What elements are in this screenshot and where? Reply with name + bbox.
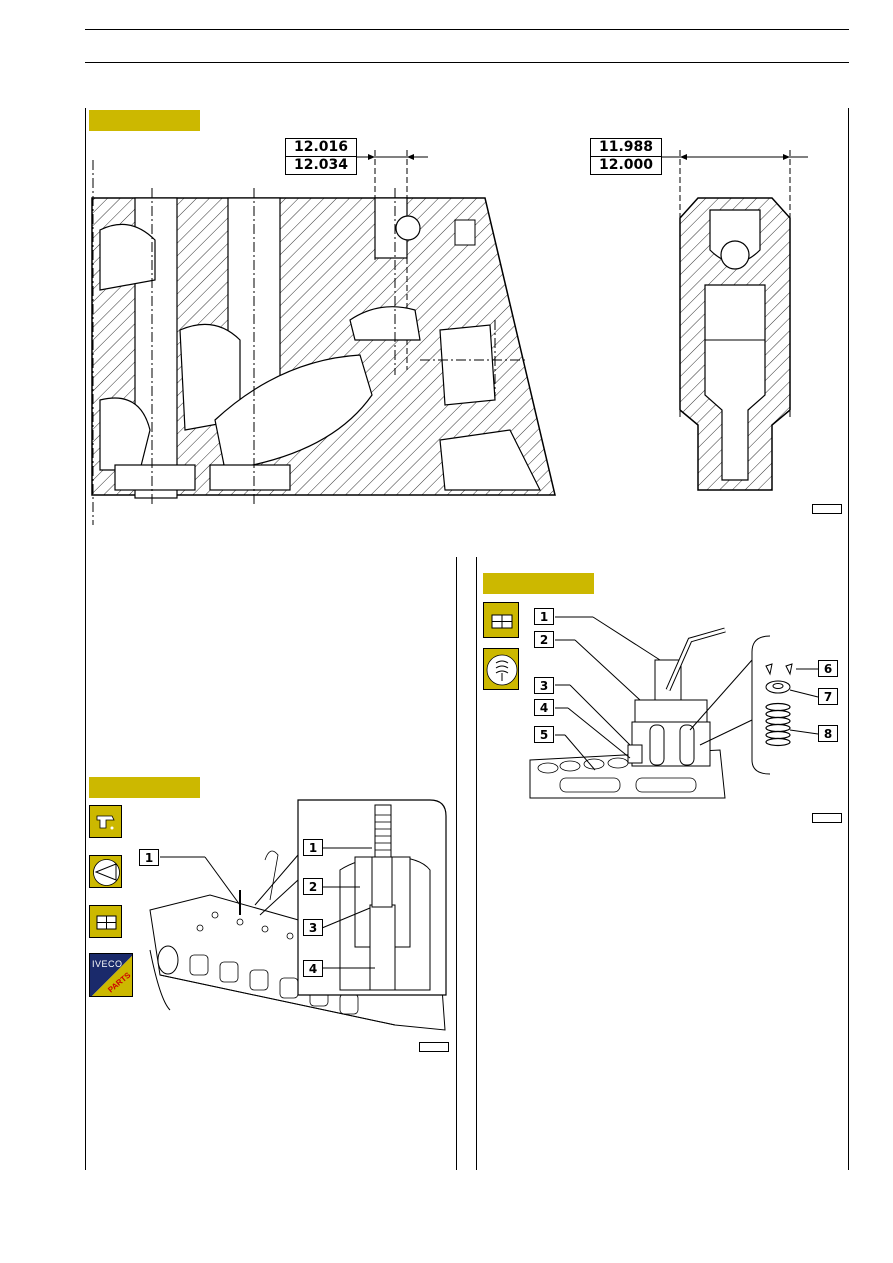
- frame-right: [848, 108, 849, 1170]
- callout-br-4: 4: [534, 699, 554, 716]
- cylinder-head-section-drawing: [91, 150, 808, 525]
- figure-tag-top: [89, 110, 200, 131]
- dimension-left-top: 12.016: [286, 139, 356, 157]
- oil-can-icon: [89, 805, 122, 838]
- grid-icon: [483, 602, 519, 638]
- dimension-box-left: 12.016 12.034: [285, 138, 357, 175]
- iveco-label: IVECO: [92, 959, 123, 969]
- figure-tag-bottom-left: [89, 777, 200, 798]
- callout-br-3: 3: [534, 677, 554, 694]
- dimension-left-bottom: 12.034: [293, 157, 349, 173]
- callout-br-8: 8: [818, 725, 838, 742]
- figure-ref-box-bottom-right: [812, 813, 842, 823]
- figure-tag-bottom-right: [483, 573, 594, 594]
- dimension-box-right: 11.988 12.000: [590, 138, 662, 175]
- dimension-right-bottom: 12.000: [598, 157, 654, 173]
- callout-bl-detail-1: 1: [303, 839, 323, 856]
- callout-br-7: 7: [818, 688, 838, 705]
- callout-bl-1: 1: [139, 849, 159, 866]
- callout-bl-detail-4: 4: [303, 960, 323, 977]
- callout-bl-detail-2: 2: [303, 878, 323, 895]
- callout-br-6: 6: [818, 660, 838, 677]
- frame-left: [85, 108, 86, 1170]
- dimension-right-top: 11.988: [591, 139, 661, 157]
- figure-ref-box-top: [812, 504, 842, 514]
- column-divider-left: [456, 557, 457, 1170]
- header-rule-top: [85, 29, 849, 30]
- callout-br-5: 5: [534, 726, 554, 743]
- iveco-parts-icon: IVECO PARTS: [89, 953, 133, 997]
- callout-br-1: 1: [534, 608, 554, 625]
- valve-spring-icon: [483, 648, 519, 690]
- callout-br-2: 2: [534, 631, 554, 648]
- callout-bl-detail-3: 3: [303, 919, 323, 936]
- triangle-eye-icon: [89, 855, 122, 888]
- column-divider-right: [476, 557, 477, 1170]
- figure-ref-box-bottom-left: [419, 1042, 449, 1052]
- header-rule-bottom: [85, 62, 849, 63]
- grid-icon: [89, 905, 122, 938]
